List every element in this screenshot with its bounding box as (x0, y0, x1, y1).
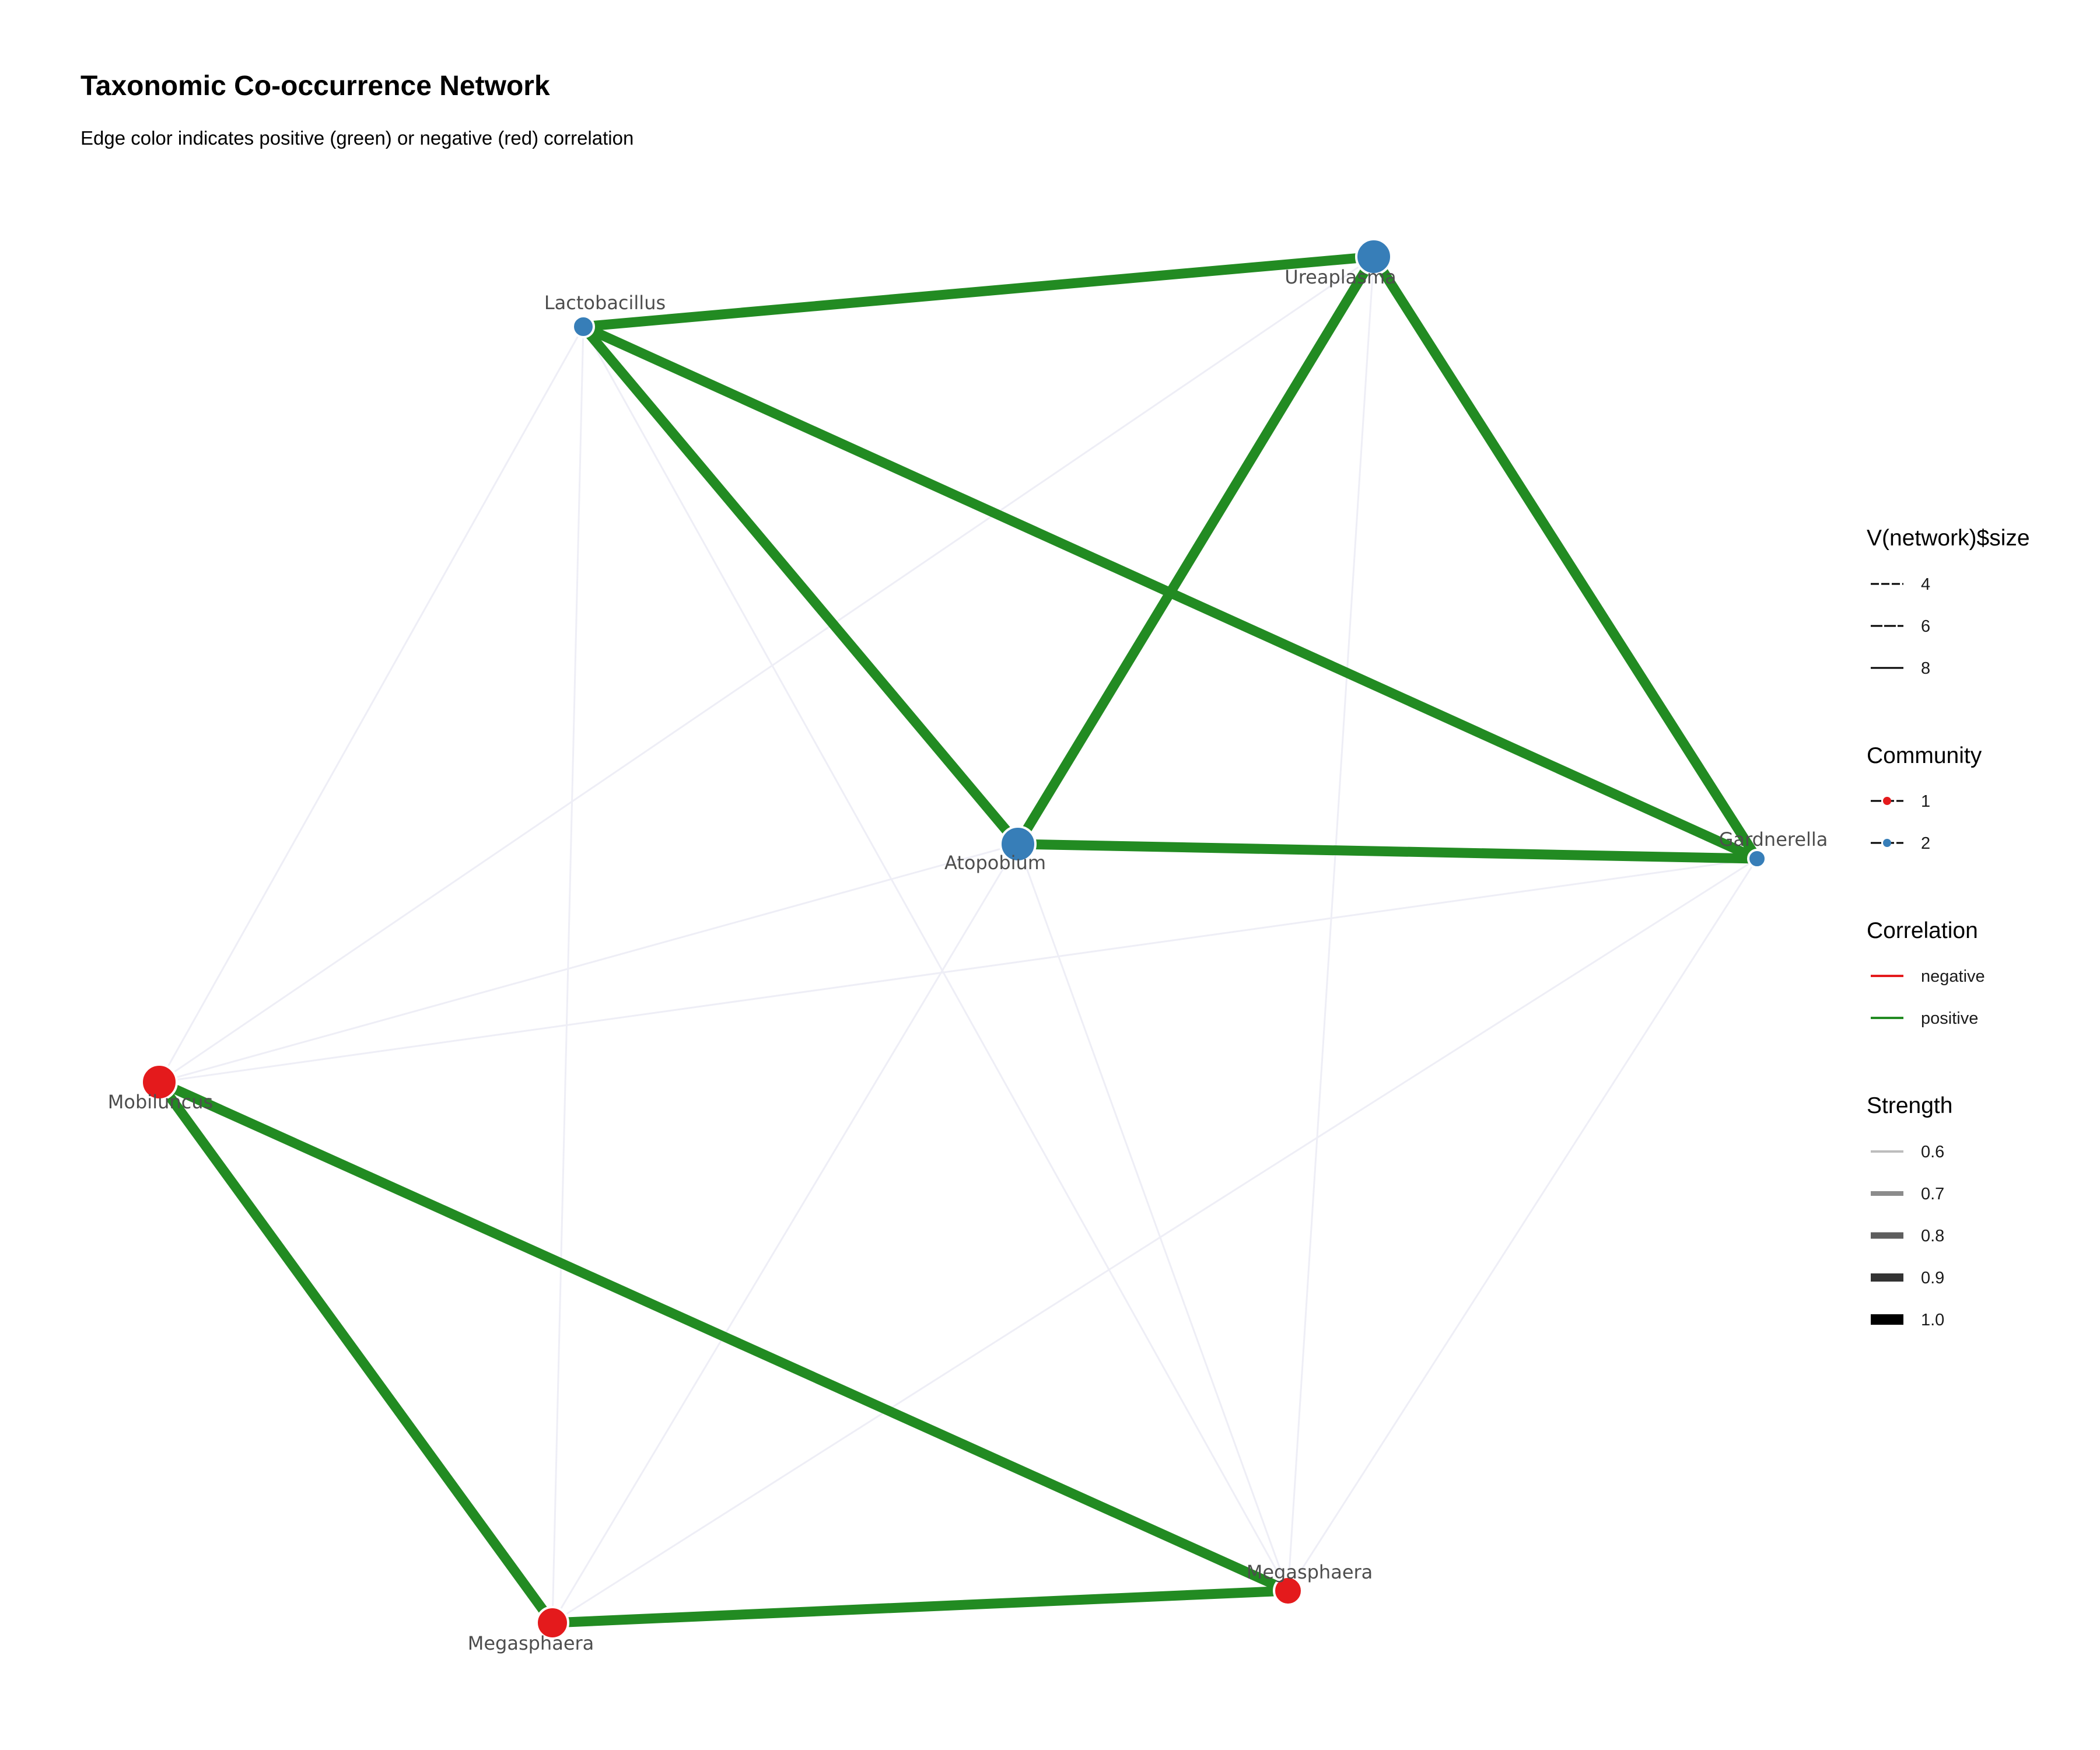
legend-size-label: 6 (1921, 617, 1930, 636)
node-atop (999, 825, 1037, 863)
edge-urea-mobi (159, 256, 1374, 1083)
legend-strength-label: 0.6 (1921, 1143, 1944, 1161)
edge-lacto-mega1 (551, 326, 584, 1623)
legend-strength: Strength 0.6 0.7 0.8 0.9 1.0 (1867, 1093, 1952, 1329)
edge-atop-mega2 (1017, 844, 1289, 1591)
legend-size-title: V(network)$size (1867, 526, 2030, 551)
edge-gard-mobi (159, 858, 1758, 1083)
legend-community-key-2: 2 (1871, 834, 1930, 853)
legend-size-label: 4 (1921, 575, 1930, 594)
faint-edges-layer (158, 256, 1758, 1624)
legend-strength-key-0.9: 0.9 (1871, 1269, 1944, 1287)
figure-title: Taxonomic Co-occurrence Network (80, 71, 550, 102)
legend-strength-key-1.0: 1.0 (1871, 1311, 1944, 1329)
legend-strength-title: Strength (1867, 1093, 1952, 1118)
node-label-mobi: Mobiluncus (108, 1091, 213, 1113)
legend-correlation-title: Correlation (1867, 918, 1978, 943)
edge-atop-mega1 (551, 844, 1019, 1623)
edge-gard-mega1 (552, 858, 1758, 1624)
edge-lacto-mega2 (582, 326, 1289, 1591)
legend-correlation-label: positive (1921, 1009, 1978, 1028)
legend-strength-key-0.8: 0.8 (1871, 1227, 1944, 1245)
edge-atop-mobi (159, 843, 1019, 1083)
strong-edges-layer (155, 251, 1762, 1628)
node-mega2 (1273, 1576, 1303, 1606)
legend-strength-label: 0.9 (1921, 1269, 1944, 1287)
legend-correlation-key-negative: negative (1871, 967, 1985, 986)
legend-size-label: 8 (1921, 659, 1930, 678)
edge-urea-gard (1369, 254, 1762, 862)
edge-gard-mega2 (1287, 858, 1758, 1591)
edge-mobi-mega2 (157, 1077, 1290, 1595)
legend-size-key-8: 8 (1871, 659, 1930, 678)
legend-strength-key-0.7: 0.7 (1871, 1185, 1944, 1203)
edge-atop-gard (1017, 839, 1758, 864)
node-label-atop: Atopobium (944, 852, 1046, 874)
node-gard (1747, 849, 1767, 869)
legend-size-key-4: 4 (1871, 575, 1930, 594)
node-label-lacto: Lactobacillus (544, 292, 666, 314)
node-label-mega1: Megasphaera (468, 1632, 594, 1654)
node-mega1 (536, 1606, 569, 1640)
node-lacto (572, 315, 595, 338)
node-label-mega2: Megasphaera (1247, 1561, 1373, 1583)
legend-size-key-6: 6 (1871, 617, 1930, 636)
legend-correlation-label: negative (1921, 967, 1985, 986)
edge-urea-mega2 (1287, 256, 1375, 1591)
node-urea (1355, 238, 1392, 275)
node-label-gard: Gardnerella (1719, 828, 1828, 850)
legend-community: Community 1 2 (1867, 743, 1982, 853)
legend-correlation: Correlation negative positive (1867, 918, 1985, 1028)
legend: V(network)$size 4 6 8 Community 1 (1867, 526, 2030, 1329)
legend-strength-label: 0.8 (1921, 1227, 1944, 1245)
legend-strength-label: 0.7 (1921, 1185, 1944, 1203)
edge-lacto-mobi (158, 326, 584, 1083)
legend-community-label: 1 (1921, 792, 1930, 811)
nodes-layer (141, 238, 1767, 1640)
legend-community-key-1: 1 (1871, 792, 1930, 811)
node-mobi (141, 1063, 178, 1101)
figure-subtitle: Edge color indicates positive (green) or… (80, 127, 634, 149)
legend-community-title: Community (1867, 743, 1982, 768)
legend-strength-key-0.6: 0.6 (1871, 1143, 1944, 1161)
edge-mobi-mega1 (155, 1079, 556, 1626)
edge-mega1-mega2 (552, 1586, 1289, 1628)
legend-size: V(network)$size 4 6 8 (1867, 526, 2030, 678)
legend-community-label: 2 (1921, 834, 1930, 853)
node-label-urea: Ureaplasma (1284, 266, 1396, 288)
edge-urea-atop (1013, 254, 1378, 847)
edge-lacto-urea (583, 251, 1374, 332)
legend-strength-label: 1.0 (1921, 1311, 1944, 1329)
legend-correlation-key-positive: positive (1871, 1009, 1978, 1028)
edge-lacto-atop (579, 323, 1022, 848)
